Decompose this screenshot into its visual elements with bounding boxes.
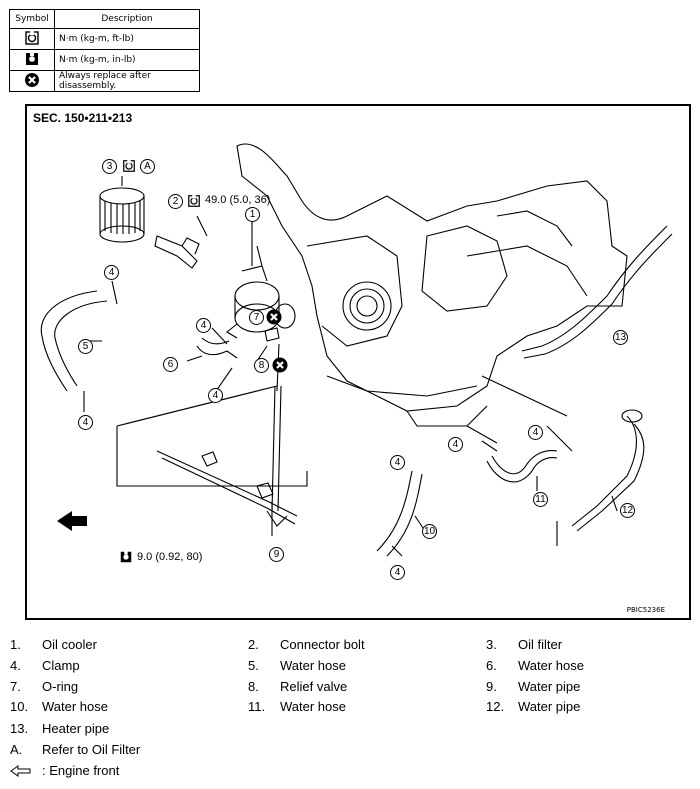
callout-letter-a: A — [140, 159, 155, 174]
replace-x-icon — [25, 72, 39, 87]
torque-ft-lb-icon — [123, 159, 135, 172]
torque-in-lb-icon — [120, 550, 132, 563]
engine-front-indicator — [57, 511, 87, 531]
torque-spec-label: 49.0 (5.0, 36) — [205, 194, 271, 206]
callout-number: 4 — [104, 265, 119, 280]
callout-number: 4 — [528, 425, 543, 440]
replace-x-icon — [272, 357, 288, 373]
callout-number: 11 — [533, 492, 548, 507]
callout-number: 9 — [269, 547, 284, 562]
legend-description: Always replace after disassembly. — [54, 70, 200, 92]
replace-x-icon — [266, 309, 282, 325]
water-hose-5 — [40, 290, 108, 392]
callout-number: 4 — [196, 318, 211, 333]
callout-number: 4 — [208, 388, 223, 403]
legend-description: N·m (kg-m, ft-lb) — [54, 28, 200, 50]
legend-row: Always replace after disassembly. — [9, 70, 200, 92]
diagram-drawing — [40, 143, 673, 557]
torque-spec-label: 9.0 (0.92, 80) — [137, 551, 203, 563]
engine-front-arrow-icon — [10, 765, 31, 777]
symbol-legend-table: Symbol Description N·m (kg-m, ft-lb) N·m… — [9, 9, 200, 92]
exploded-diagram: SEC. 150•211•213 — [25, 104, 691, 620]
heater-pipe-13 — [521, 225, 673, 359]
legend-header-row: Symbol Description — [9, 9, 200, 29]
torque-in-lb-icon — [26, 51, 38, 65]
callout-number: 7 — [249, 310, 264, 325]
callout-number: 8 — [254, 358, 269, 373]
legend-row: N·m (kg-m, in-lb) — [9, 49, 200, 71]
legend-description: N·m (kg-m, in-lb) — [54, 49, 200, 71]
callout-number: 4 — [390, 455, 405, 470]
callout-number: 2 — [168, 194, 183, 209]
water-hose-11 — [486, 450, 558, 483]
section-label: SEC. 150•211•213 — [33, 111, 133, 125]
legend-header-symbol: Symbol — [9, 9, 55, 29]
legend-row: N·m (kg-m, ft-lb) — [9, 28, 200, 50]
connector-bolt — [154, 235, 200, 269]
callout-number: 10 — [422, 524, 437, 539]
water-pipe-9 — [156, 385, 298, 527]
callout-number: 4 — [78, 415, 93, 430]
callout-number: 5 — [78, 339, 93, 354]
callout-number: 1 — [245, 207, 260, 222]
callout-number: 6 — [163, 357, 178, 372]
water-hose-6 — [196, 337, 238, 359]
legend-header-description: Description — [54, 9, 200, 29]
water-pipe-12 — [571, 415, 645, 532]
oil-filter — [99, 187, 145, 243]
engine-block — [236, 143, 628, 412]
torque-ft-lb-icon — [25, 30, 39, 45]
callout-number: 13 — [613, 330, 628, 345]
image-code: PBIC5236E — [626, 606, 665, 614]
callout-number: 12 — [620, 503, 635, 518]
callout-number: 4 — [448, 437, 463, 452]
callout-number: 3 — [102, 159, 117, 174]
water-hose-10 — [376, 470, 423, 557]
callout-number: 4 — [390, 565, 405, 580]
torque-ft-lb-icon — [188, 194, 200, 207]
